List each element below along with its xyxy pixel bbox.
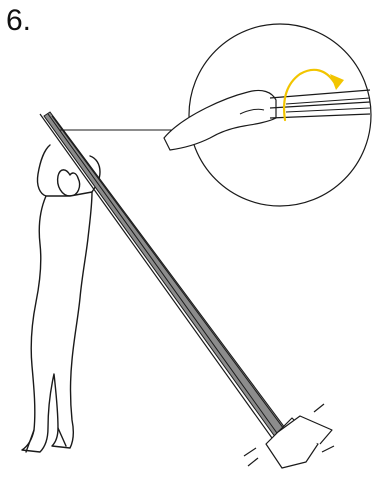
base-stand — [244, 404, 334, 468]
person-figure — [22, 145, 100, 452]
magnifier-callout — [60, 24, 371, 206]
